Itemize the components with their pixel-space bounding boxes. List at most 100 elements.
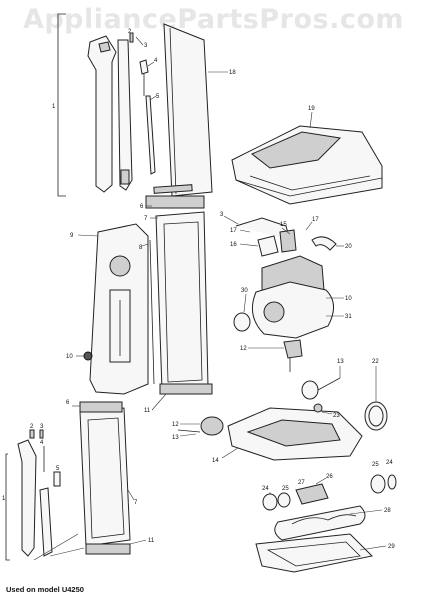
callout-label: 20 (345, 244, 352, 250)
callout-label: 6 (140, 204, 144, 210)
callout-label: 15 (280, 222, 287, 228)
base-channel (246, 419, 341, 447)
leader-lines (72, 36, 387, 551)
axle-part (317, 377, 341, 391)
callout-label: 11 (148, 538, 155, 544)
callout-label: 2 (128, 29, 132, 35)
screw-part-top (129, 32, 134, 43)
callout-label: 7 (134, 500, 138, 506)
belt-guard-part-27 (295, 483, 329, 505)
lower-connector-line (33, 533, 79, 561)
bottom-plate-part-29 (255, 533, 374, 573)
base-nozzle-group (177, 377, 388, 461)
callout-label: 4 (154, 58, 158, 64)
lower-screw-2 (29, 429, 35, 439)
callout-label: 6 (66, 400, 70, 406)
lower-handle-grip (17, 439, 37, 557)
axle-part-13 (177, 429, 201, 433)
callout-label: 4 (40, 440, 44, 446)
callout-label: 23 (333, 413, 340, 419)
lower-bag-top-6 (79, 401, 123, 413)
callout-label: 5 (156, 94, 160, 100)
callout-label: 10 (345, 296, 352, 302)
end-cap-part-25b (387, 474, 397, 490)
rear-housing-group (83, 195, 213, 395)
callout-label: 31 (345, 314, 352, 320)
lower-handle-tube (39, 487, 53, 557)
callout-label: 1 (2, 496, 6, 502)
callout-label: 11 (144, 408, 151, 414)
group-bracket-top (57, 13, 66, 197)
bag-inner-frame (163, 221, 203, 383)
callout-label: 9 (70, 233, 74, 239)
bracket-part-16 (257, 235, 279, 257)
callout-label: 17 (230, 228, 237, 234)
lower-bag-clip-11 (85, 543, 131, 555)
hood-cover-group (231, 125, 383, 205)
callout-label: 25 (282, 486, 289, 492)
lower-handle-assembly (5, 401, 131, 561)
callout-label: 19 (308, 106, 315, 112)
ring-part-30 (233, 312, 251, 332)
upper-handle-assembly (57, 13, 213, 197)
callout-label: 10 (66, 354, 73, 360)
hood-edge-line (235, 177, 383, 197)
callout-label: 13 (337, 359, 344, 365)
callout-label: 30 (241, 288, 248, 294)
bearing-part-24a (262, 493, 278, 511)
callout-label: 3 (144, 43, 148, 49)
callout-label: 13 (172, 435, 179, 441)
hood-edge-line-2 (249, 175, 371, 191)
bottom-plate-inner (266, 541, 361, 567)
callout-label: 27 (298, 480, 305, 486)
callout-label: 29 (388, 544, 395, 550)
rod-part-8 (149, 239, 155, 385)
handle-grip-insert (98, 41, 111, 53)
brushroll-bristle (291, 514, 357, 525)
callout-label: 17 (312, 217, 319, 223)
cord-hook-part (139, 59, 149, 75)
callout-label: 7 (144, 216, 148, 222)
callout-label: 12 (240, 346, 247, 352)
housing-port-circle (109, 255, 131, 277)
callout-label: 5 (56, 466, 60, 472)
wheel-part-13 (301, 380, 319, 400)
callout-label: 28 (384, 508, 391, 514)
lower-cord-hook-5 (53, 471, 61, 487)
bag-panel-part (163, 23, 213, 197)
callout-label: 1 (52, 104, 56, 110)
callout-label: 3 (40, 424, 44, 430)
callout-label: 14 (212, 458, 219, 464)
switch-part-12 (283, 339, 303, 359)
belt-ring-inner (368, 405, 384, 427)
callout-label: 25 (372, 462, 379, 468)
brushroll-part-28 (274, 505, 366, 541)
switch-part-15 (279, 229, 297, 253)
handle-grip-part (87, 35, 117, 193)
callout-label: 18 (229, 70, 236, 76)
bag-top-clip (145, 195, 205, 209)
callout-label: 26 (326, 474, 333, 480)
cord-rod-part (145, 95, 156, 175)
brushroll-group (255, 474, 397, 573)
screw-part-10 (83, 351, 93, 361)
callout-label: 24 (262, 486, 269, 492)
motor-housing-part (251, 281, 334, 339)
bag-clip-part (153, 184, 193, 194)
callout-label: 12 (172, 422, 179, 428)
callout-label: 16 (230, 242, 237, 248)
bag-bottom-clip (159, 383, 213, 395)
motor-assembly-group (233, 217, 337, 372)
bearing-part-24b (370, 474, 386, 494)
callout-label: 22 (372, 359, 379, 365)
watermark-text: AppliancePartsPros.com (22, 4, 405, 35)
lower-bag-assembly-7 (79, 407, 131, 547)
callout-label: 8 (139, 245, 143, 251)
model-caption: Used on model U4250 (6, 585, 84, 594)
group-bracket-bottom (5, 453, 10, 561)
callout-label: 24 (386, 460, 393, 466)
callout-label: 2 (30, 424, 34, 430)
idler-part-23 (313, 403, 323, 413)
end-cap-part-25 (277, 492, 291, 508)
